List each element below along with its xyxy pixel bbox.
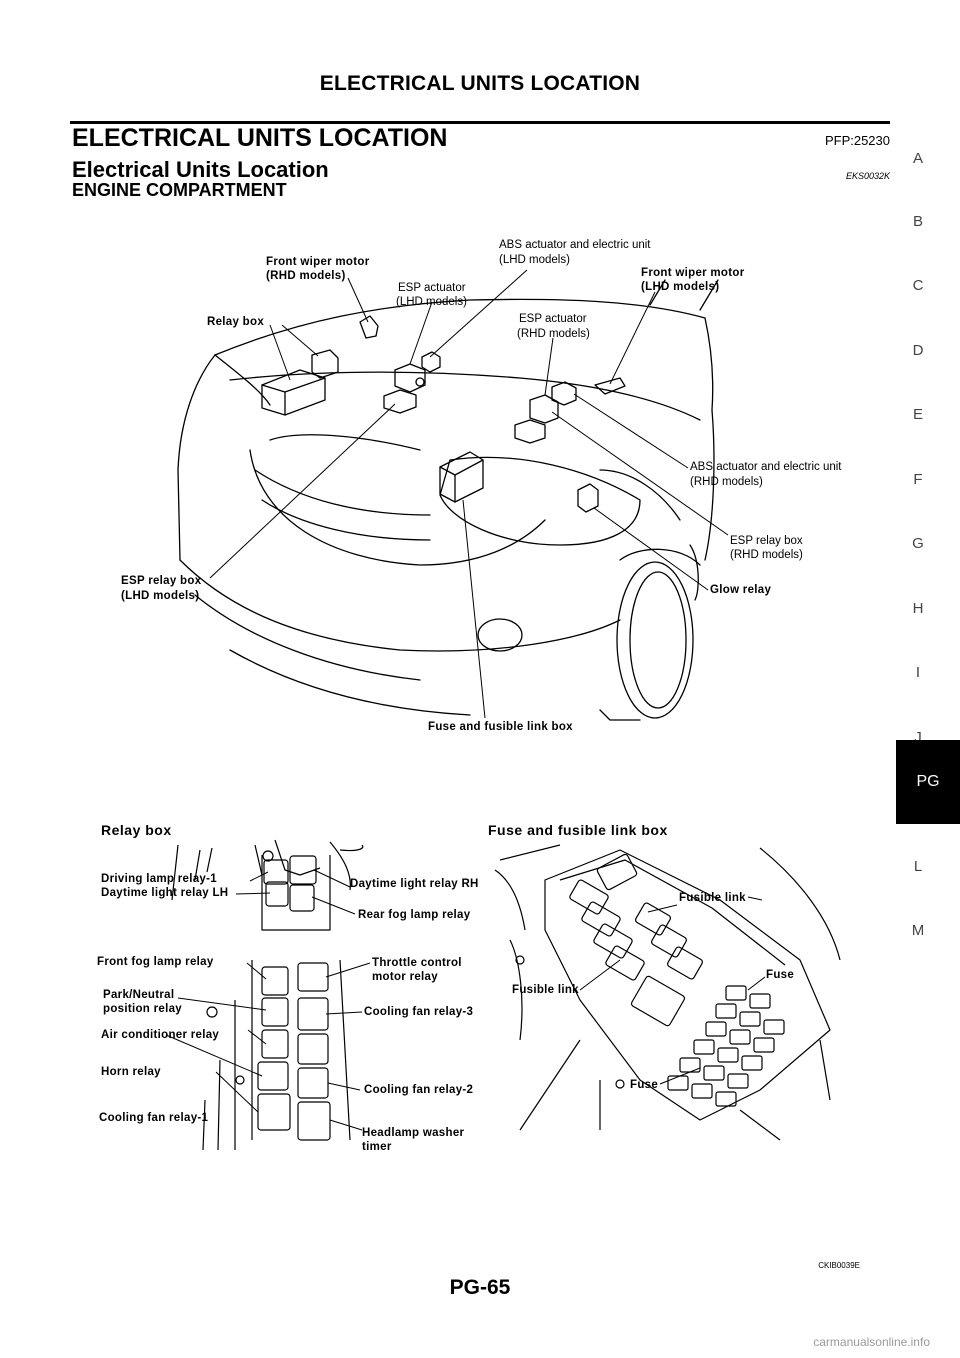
label-abs-rhd-2: (RHD models)	[690, 476, 763, 488]
label-esp-relay-rhd-1: ESP relay box	[730, 535, 803, 547]
label-park-neutral-2: position relay	[103, 1003, 182, 1015]
label-glow-relay: Glow relay	[710, 584, 771, 596]
relay-box-labels: Driving lamp relay-1 Daytime light relay…	[97, 873, 479, 1153]
label-cooling-fan-relay-1: Cooling fan relay-1	[99, 1112, 209, 1124]
label-esp-actuator-rhd-1: ESP actuator	[519, 313, 587, 325]
tab-f[interactable]: F	[913, 471, 923, 488]
section-heading: ENGINE COMPARTMENT	[72, 180, 287, 200]
fuse-box-drawing	[494, 844, 841, 1141]
label-fusible-link-left: Fusible link	[512, 984, 579, 996]
figure-code: CKIB0039E	[818, 1261, 860, 1270]
tab-e[interactable]: E	[912, 406, 923, 423]
fuse-box-title: Fuse and fusible link box	[488, 822, 668, 838]
label-front-wiper-rhd-1: Front wiper motor	[266, 256, 370, 268]
tab-d[interactable]: D	[912, 342, 924, 359]
tab-l[interactable]: L	[913, 858, 923, 875]
label-cooling-fan-relay-2: Cooling fan relay-2	[364, 1084, 473, 1096]
pfp-code: PFP:25230	[824, 133, 890, 148]
label-horn-relay: Horn relay	[101, 1066, 161, 1078]
label-esp-actuator-lhd-1: ESP actuator	[398, 282, 466, 294]
label-esp-relay-lhd-1: ESP relay box	[121, 575, 202, 587]
relay-box-title: Relay box	[101, 822, 172, 838]
tab-c[interactable]: C	[912, 277, 924, 294]
label-driving-lamp-relay: Driving lamp relay-1	[101, 873, 217, 885]
label-fuse-bottom: Fuse	[630, 1079, 658, 1091]
tab-i[interactable]: I	[915, 664, 921, 681]
label-throttle-control-2: motor relay	[372, 971, 438, 983]
vehicle-front-drawing	[177, 279, 719, 721]
fuse-box-labels: Fusible link Fuse Fusible link Fuse	[512, 892, 794, 1091]
tab-b[interactable]: B	[912, 213, 923, 230]
header-rule	[70, 121, 890, 124]
relay-box-leaders	[165, 869, 371, 1131]
label-front-wiper-rhd-2: (RHD models)	[266, 270, 346, 282]
label-rear-fog-lamp-relay: Rear fog lamp relay	[358, 909, 471, 921]
label-abs-lhd-1: ABS actuator and electric unit	[499, 239, 651, 251]
relay-box-drawing	[171, 839, 364, 1151]
doc-code: EKS0032K	[845, 171, 890, 181]
tab-pg-active[interactable]: PG	[896, 740, 960, 824]
label-front-wiper-lhd-2: (LHD models)	[641, 281, 719, 293]
label-headlamp-washer-1: Headlamp washer	[362, 1127, 465, 1139]
page-number: PG-65	[449, 1276, 511, 1299]
label-esp-actuator-rhd-2: (RHD models)	[517, 328, 590, 340]
tab-j[interactable]: J	[914, 729, 922, 746]
label-daytime-light-relay-rh: Daytime light relay RH	[350, 878, 479, 890]
tab-a[interactable]: A	[912, 150, 923, 167]
label-relay-box: Relay box	[207, 316, 264, 328]
tab-g[interactable]: G	[912, 535, 924, 552]
label-esp-relay-lhd-2: (LHD models)	[121, 590, 199, 602]
footer-watermark: carmanualsonline.info	[813, 1335, 930, 1349]
subsection-title: Electrical Units Location	[72, 157, 329, 182]
tab-h[interactable]: H	[912, 600, 924, 617]
label-esp-relay-rhd-2: (RHD models)	[730, 549, 803, 561]
label-front-fog-lamp-relay: Front fog lamp relay	[97, 956, 214, 968]
fuse-box-leaders	[579, 896, 766, 1085]
label-front-wiper-lhd-1: Front wiper motor	[641, 267, 745, 279]
label-fuse-right: Fuse	[766, 969, 794, 981]
section-title: ELECTRICAL UNITS LOCATION	[72, 124, 448, 152]
label-cooling-fan-relay-3: Cooling fan relay-3	[364, 1006, 473, 1018]
label-abs-lhd-2: (LHD models)	[499, 254, 570, 266]
engine-labels: Front wiper motor (RHD models) ABS actua…	[121, 239, 842, 733]
running-header: ELECTRICAL UNITS LOCATION	[319, 72, 641, 95]
label-fusible-link-top: Fusible link	[679, 892, 746, 904]
label-esp-actuator-lhd-2: (LHD models)	[396, 296, 467, 308]
engine-leader-lines	[209, 269, 729, 719]
label-air-conditioner-relay: Air conditioner relay	[101, 1029, 219, 1041]
label-daytime-light-relay-lh: Daytime light relay LH	[101, 887, 228, 899]
tab-m[interactable]: M	[911, 922, 925, 939]
label-park-neutral-1: Park/Neutral	[103, 989, 174, 1001]
label-throttle-control-1: Throttle control	[372, 957, 462, 969]
label-abs-rhd-1: ABS actuator and electric unit	[690, 461, 842, 473]
label-headlamp-washer-2: timer	[362, 1141, 392, 1153]
label-fuse-box: Fuse and fusible link box	[428, 721, 573, 733]
